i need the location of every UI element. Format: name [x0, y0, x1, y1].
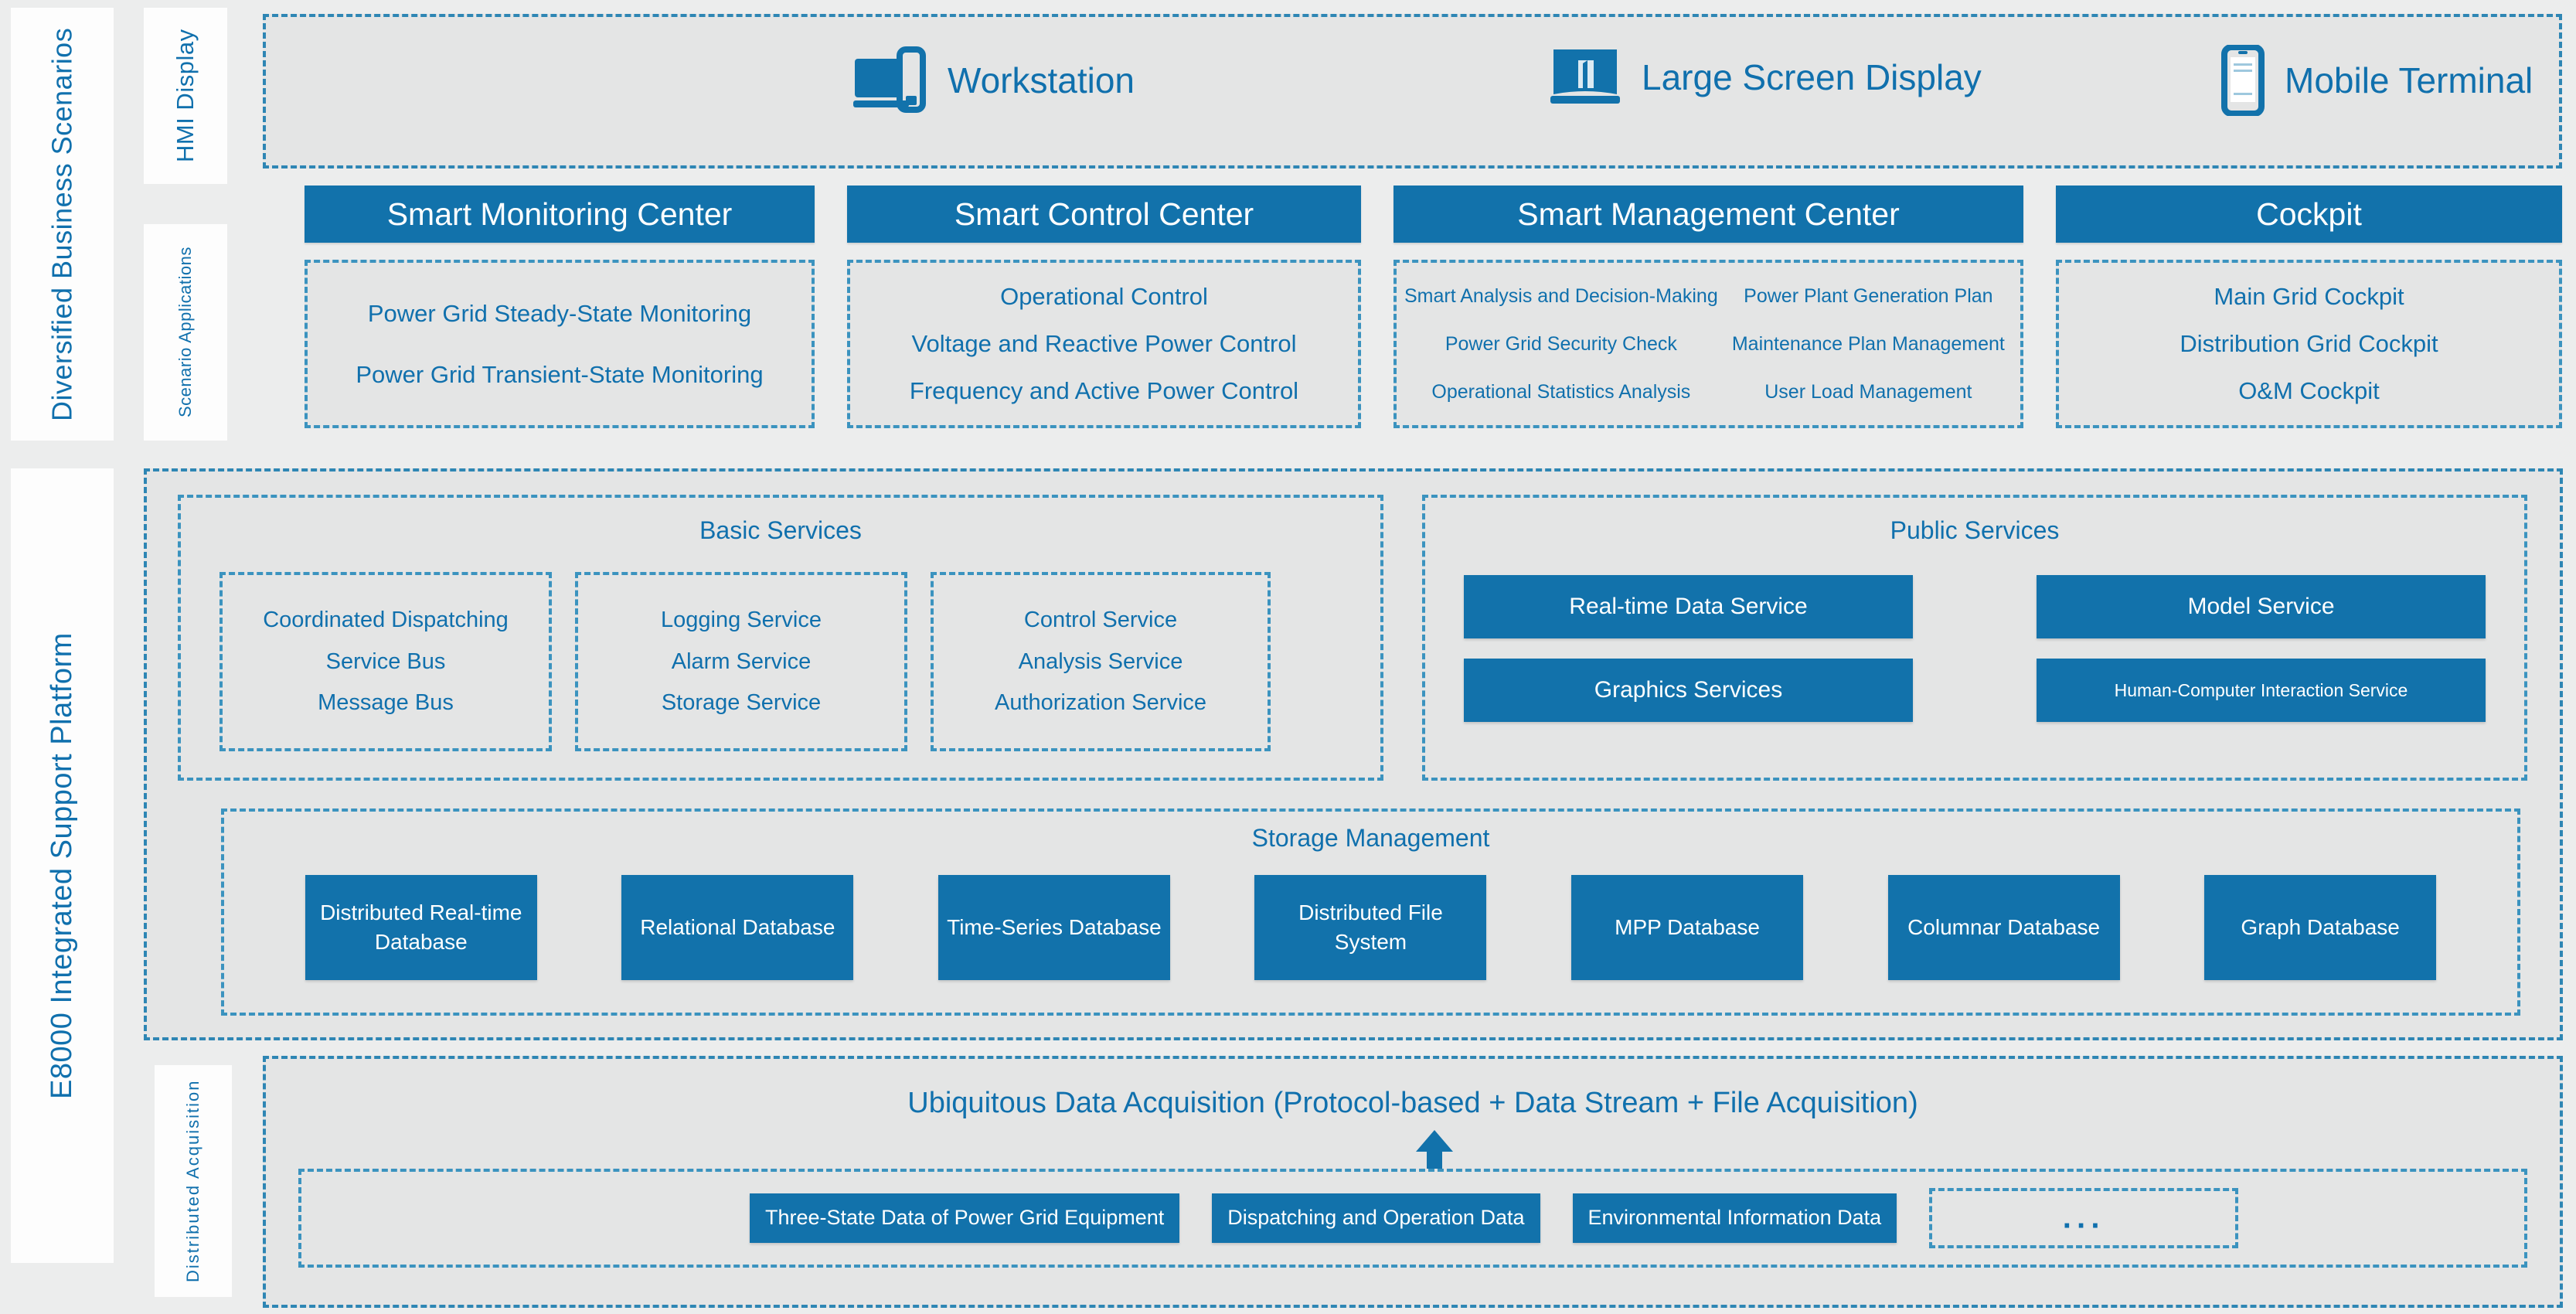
- scenario-column-cockpit: Cockpit Main Grid Cockpit Distribution G…: [2056, 186, 2562, 428]
- column-header-cockpit[interactable]: Cockpit: [2056, 186, 2562, 243]
- service-item[interactable]: Control Service: [1023, 608, 1178, 633]
- service-item[interactable]: Logging Service: [661, 608, 822, 633]
- e8000-platform-box: Basic Services Coordinated Dispatching S…: [144, 468, 2563, 1040]
- column-body-smart-control-center: Operational Control Voltage and Reactive…: [847, 260, 1361, 428]
- mobile-terminal-icon: [2221, 45, 2265, 116]
- scenario-item[interactable]: Operational Statistics Analysis: [1431, 380, 1691, 403]
- scenario-item[interactable]: Power Grid Steady-State Monitoring: [367, 299, 752, 327]
- column-header-smart-monitoring-center[interactable]: Smart Monitoring Center: [305, 186, 815, 243]
- hmi-label-workstation: Workstation: [948, 60, 1135, 100]
- database-box[interactable]: Columnar Database: [1887, 875, 2120, 980]
- scenario-column-smart-control-center: Smart Control Center Operational Control…: [847, 186, 1361, 428]
- large-screen-display-icon: [1549, 45, 1621, 110]
- column-body-smart-management-center: Smart Analysis and Decision-Making Power…: [1393, 260, 2023, 428]
- spine-label-hmi-display: HMI Display: [144, 8, 227, 184]
- scenario-item[interactable]: Frequency and Active Power Control: [909, 376, 1299, 404]
- acquisition-source-chip[interactable]: Dispatching and Operation Data: [1212, 1193, 1540, 1243]
- database-box[interactable]: Distributed File System: [1254, 875, 1487, 980]
- hmi-item-mobile-terminal[interactable]: Mobile Terminal: [2221, 45, 2533, 116]
- service-item[interactable]: Authorization Service: [994, 689, 1207, 715]
- scenario-item[interactable]: Maintenance Plan Management: [1731, 332, 2005, 355]
- acquisition-source-chip[interactable]: Environmental Information Data: [1572, 1193, 1897, 1243]
- database-box[interactable]: Relational Database: [621, 875, 854, 980]
- basic-services-group: Coordinated Dispatching Service Bus Mess…: [219, 572, 552, 751]
- service-item[interactable]: Alarm Service: [671, 648, 812, 674]
- basic-services-group: Control Service Analysis Service Authori…: [931, 572, 1271, 751]
- acquisition-source-chip[interactable]: Three-State Data of Power Grid Equipment: [750, 1193, 1180, 1243]
- scenario-item[interactable]: Power Grid Transient-State Monitoring: [356, 360, 764, 388]
- scenario-item[interactable]: Smart Analysis and Decision-Making: [1404, 284, 1718, 307]
- storage-management-panel: Storage Management Distributed Real-time…: [221, 808, 2520, 1016]
- scenario-item[interactable]: O&M Cockpit: [2238, 376, 2380, 404]
- basic-services-group: Logging Service Alarm Service Storage Se…: [575, 572, 907, 751]
- spine-label-distributed-acquisition: Distributed Acquisition: [155, 1065, 232, 1297]
- service-item[interactable]: Coordinated Dispatching: [263, 608, 509, 633]
- scenario-item[interactable]: Power Plant Generation Plan: [1744, 284, 1993, 307]
- workstation-icon: [853, 45, 927, 116]
- storage-management-title: Storage Management: [1251, 824, 1490, 852]
- column-header-smart-management-center[interactable]: Smart Management Center: [1393, 186, 2023, 243]
- service-item[interactable]: Message Bus: [318, 689, 454, 715]
- scenario-item[interactable]: Distribution Grid Cockpit: [2180, 329, 2438, 357]
- hmi-display-strip: Workstation Large Screen Display: [263, 14, 2562, 169]
- service-item[interactable]: Service Bus: [325, 648, 446, 674]
- database-box[interactable]: Time-Series Database: [938, 875, 1170, 980]
- scenario-column-smart-management-center: Smart Management Center Smart Analysis a…: [1393, 186, 2023, 428]
- public-service-chip[interactable]: Real-time Data Service: [1464, 575, 1913, 638]
- public-services-panel: Public Services Real-time Data Service M…: [1422, 495, 2527, 781]
- public-service-chip[interactable]: Graphics Services: [1464, 659, 1913, 722]
- scenario-item[interactable]: Operational Control: [1000, 283, 1208, 311]
- database-box[interactable]: MPP Database: [1571, 875, 1804, 980]
- public-service-chip[interactable]: Human-Computer Interaction Service: [2037, 659, 2486, 722]
- hmi-label-mobile-terminal: Mobile Terminal: [2285, 60, 2533, 100]
- scenario-column-smart-monitoring-center: Smart Monitoring Center Power Grid Stead…: [305, 186, 815, 428]
- scenario-item[interactable]: Main Grid Cockpit: [2214, 283, 2404, 311]
- hmi-item-workstation[interactable]: Workstation: [853, 45, 1135, 116]
- column-header-smart-control-center[interactable]: Smart Control Center: [847, 186, 1361, 243]
- hmi-label-large-screen-display: Large Screen Display: [1642, 57, 1982, 97]
- spine-label-scenario-applications: Scenario Applications: [144, 224, 227, 441]
- service-item[interactable]: Analysis Service: [1018, 648, 1183, 674]
- basic-services-title: Basic Services: [699, 516, 862, 544]
- database-box[interactable]: Distributed Real-time Database: [305, 875, 537, 980]
- hmi-item-large-screen-display[interactable]: Large Screen Display: [1549, 45, 1982, 110]
- column-body-cockpit: Main Grid Cockpit Distribution Grid Cock…: [2056, 260, 2562, 428]
- public-service-chip[interactable]: Model Service: [2037, 575, 2486, 638]
- ubiquitous-data-acquisition-box: Ubiquitous Data Acquisition (Protocol-ba…: [263, 1056, 2563, 1308]
- column-body-smart-monitoring-center: Power Grid Steady-State Monitoring Power…: [305, 260, 815, 428]
- scenario-item[interactable]: Power Grid Security Check: [1445, 332, 1677, 355]
- database-box[interactable]: Graph Database: [2204, 875, 2437, 980]
- acquisition-title: Ubiquitous Data Acquisition (Protocol-ba…: [907, 1087, 1918, 1119]
- public-services-title: Public Services: [1890, 516, 2060, 544]
- spine-label-e8000-platform: E8000 Integrated Support Platform: [11, 468, 114, 1263]
- basic-services-panel: Basic Services Coordinated Dispatching S…: [178, 495, 1383, 781]
- scenario-item[interactable]: Voltage and Reactive Power Control: [911, 329, 1297, 357]
- scenario-item[interactable]: User Load Management: [1764, 380, 1972, 403]
- spine-label-diversified-business-scenarios: Diversified Business Scenarios: [11, 8, 114, 441]
- acquisition-sources-panel: Three-State Data of Power Grid Equipment…: [298, 1169, 2527, 1268]
- service-item[interactable]: Storage Service: [661, 689, 822, 715]
- acquisition-placeholder-box[interactable]: ···: [1929, 1188, 2239, 1248]
